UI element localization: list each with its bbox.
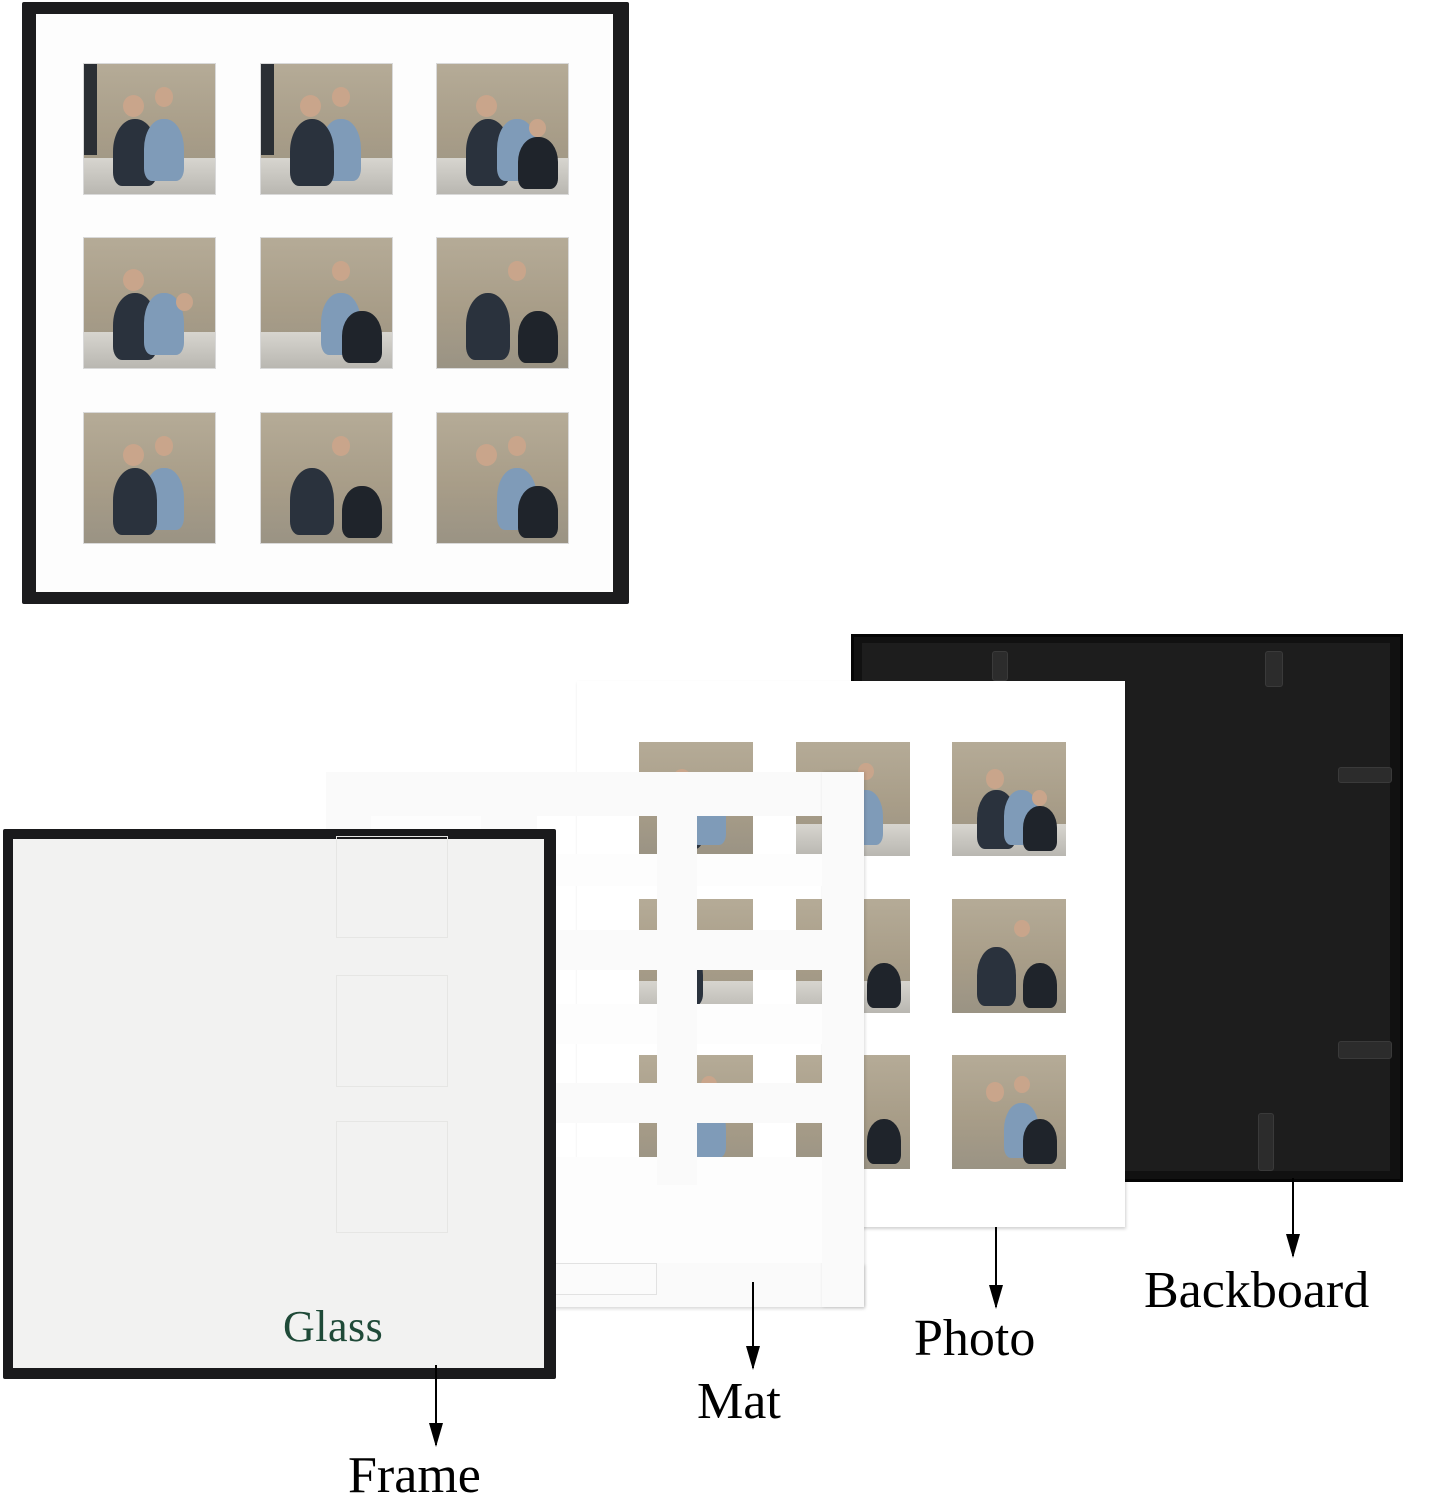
retaining-clip-icon — [1338, 1041, 1392, 1059]
frame-label: Frame — [348, 1447, 481, 1504]
mat-border-top — [326, 772, 864, 816]
backboard-label: Backboard — [1144, 1262, 1370, 1319]
glass-reflection-window — [336, 975, 448, 1087]
retaining-clip-icon — [1265, 651, 1283, 687]
retaining-clip-icon — [992, 651, 1008, 681]
photo-print-6 — [952, 899, 1066, 1013]
mat-bevel — [537, 1185, 822, 1263]
mat-border-right — [822, 772, 864, 1307]
mat-bevel — [697, 1157, 822, 1185]
mat-arrow-icon — [746, 1282, 760, 1370]
assembled-frame — [22, 2, 629, 604]
glass-label: Glass — [283, 1302, 384, 1351]
glass-reflection-window — [336, 1121, 448, 1233]
mat-bevel — [537, 854, 657, 886]
photo-print-3 — [952, 742, 1066, 856]
mat-bevel — [537, 1157, 657, 1185]
mat-window-outline — [537, 1263, 657, 1295]
photo-print-9 — [952, 1055, 1066, 1169]
assembled-photo-4 — [83, 237, 216, 369]
assembled-photo-5 — [260, 237, 393, 369]
mat-bevel — [697, 854, 822, 886]
backboard-arrow-icon — [1286, 1178, 1300, 1258]
glass-reflection-window — [336, 836, 448, 938]
mat-bevel — [537, 1004, 657, 1044]
assembled-photo-6 — [436, 237, 569, 369]
assembled-photo-8 — [260, 412, 393, 544]
assembled-photo-2 — [260, 63, 393, 195]
assembled-photo-9 — [436, 412, 569, 544]
glass-layer — [13, 836, 544, 1368]
mat-label: Mat — [697, 1373, 781, 1430]
photo-arrow-icon — [989, 1227, 1003, 1309]
retaining-clip-icon — [1338, 767, 1392, 783]
frame-layer — [3, 829, 556, 1379]
sawtooth-hanger-icon — [1258, 1113, 1274, 1171]
mat-bevel — [697, 1004, 822, 1044]
assembled-photo-1 — [83, 63, 216, 195]
assembled-photo-7 — [83, 412, 216, 544]
frame-arrow-icon — [429, 1365, 443, 1447]
assembled-photo-3 — [436, 63, 569, 195]
assembled-mat — [36, 14, 613, 592]
photo-label: Photo — [914, 1310, 1036, 1367]
